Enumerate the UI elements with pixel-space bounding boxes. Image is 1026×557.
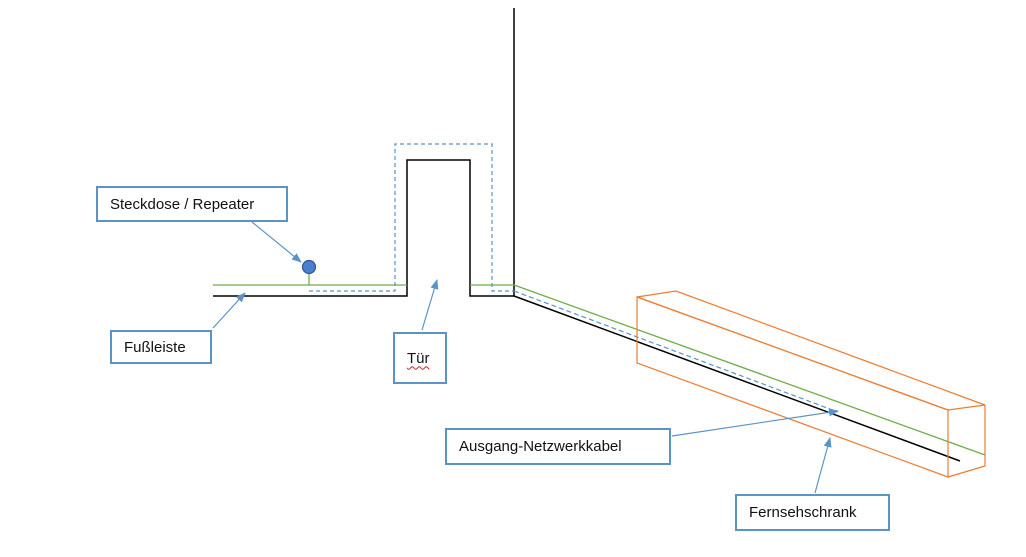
label-ausgang-netzwerkkabel: Ausgang-Netzwerkkabel [445, 428, 671, 465]
dashed-cable-route [309, 143, 514, 292]
label-ausgang-text: Ausgang-Netzwerkkabel [459, 438, 622, 455]
arrow-tuer [421, 279, 439, 331]
label-fussleiste: Fußleiste [110, 330, 212, 364]
green-cable-diagonal [513, 284, 986, 456]
dashed-cable-diagonal [513, 290, 839, 413]
label-steckdose-repeater: Steckdose / Repeater [96, 186, 288, 222]
arrow-ausgang [671, 408, 839, 437]
wall-outline [213, 159, 514, 297]
label-steckdose-text: Steckdose / Repeater [110, 195, 255, 213]
label-tuer-text: Tür [407, 349, 430, 367]
label-fernsehschrank: Fernsehschrank [735, 494, 890, 531]
label-fussleiste-text: Fußleiste [124, 338, 186, 356]
arrow-fernseh [814, 437, 832, 494]
arrow-steckdose [251, 221, 302, 263]
socket-icon [301, 259, 317, 275]
wall-diagonal [513, 295, 961, 462]
label-tuer: Tür [393, 332, 447, 384]
label-fernseh-text: Fernsehschrank [749, 504, 857, 521]
arrow-fussleiste [212, 292, 246, 329]
tv-cabinet-shape [636, 290, 986, 478]
